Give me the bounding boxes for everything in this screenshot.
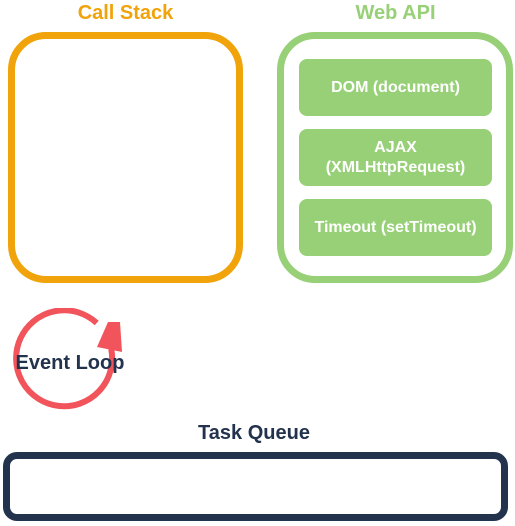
circular-arrow-icon [13, 308, 122, 410]
web-api-item-label: AJAX [374, 138, 417, 156]
web-api-item-label: DOM (document) [331, 78, 460, 96]
task-queue-title: Task Queue [198, 422, 310, 444]
web-api-item-label: Timeout (setTimeout) [314, 218, 477, 236]
task-queue-container [3, 452, 508, 521]
web-api-item-dom: DOM (document) [299, 59, 492, 116]
call-stack-container [8, 32, 243, 283]
event-loop-label: Event Loop [15, 352, 125, 374]
web-api-item-ajax: AJAX (XMLHttpRequest) [299, 129, 492, 186]
call-stack-title: Call Stack [77, 2, 174, 24]
web-api-title: Web API [355, 2, 436, 24]
web-api-item-timeout: Timeout (setTimeout) [299, 199, 492, 256]
web-api-item-sublabel: (XMLHttpRequest) [325, 158, 466, 176]
